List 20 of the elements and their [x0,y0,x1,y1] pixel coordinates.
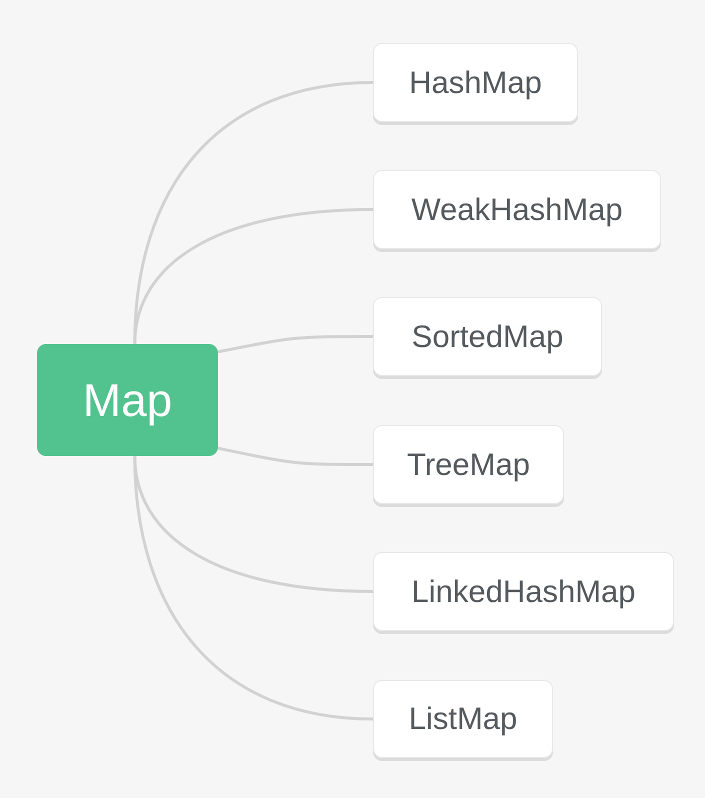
connector-line [133,456,374,593]
topic-label: SortedMap [412,318,564,354]
topic-label: ListMap [408,701,518,737]
topic-label: LinkedHashMap [411,574,636,610]
connector-line [218,335,373,354]
topic-box [373,425,564,504]
connector-line [133,456,374,720]
connector-line [218,446,373,466]
topic-box [373,680,553,758]
topic-label: WeakHashMap [411,192,623,228]
connector-line [133,81,374,344]
connector-line [133,208,374,344]
topic-box [373,43,578,122]
root-topic-label: Map [82,374,172,426]
topic-label: HashMap [409,64,542,100]
root-topic-box [37,344,218,456]
topic-box [373,552,674,631]
topic-box [373,170,661,249]
topic-box [373,297,602,376]
topic-label: TreeMap [407,446,530,482]
